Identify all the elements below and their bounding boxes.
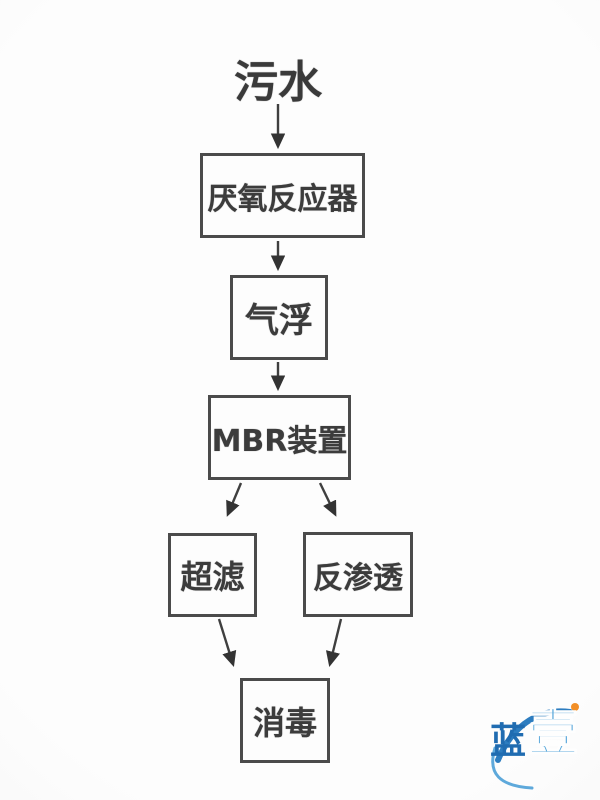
edge-mbr-to-reverse-osmosis xyxy=(318,482,337,517)
node-reverse-osmosis: 反渗透 xyxy=(303,532,413,617)
node-air-flotation: 气浮 xyxy=(230,275,328,360)
node-mbr-unit: MBR装置 xyxy=(208,395,351,480)
logo-char-lan: 蓝 xyxy=(490,721,527,762)
logo-accent-dot xyxy=(571,703,579,711)
lanyi-watermark-logo: 蓝 壹 xyxy=(486,696,590,790)
node-disinfection: 消毒 xyxy=(240,678,330,763)
node-ultrafiltration: 超滤 xyxy=(168,533,257,617)
node-anaerobic-reactor: 厌氧反应器 xyxy=(200,153,365,238)
edge-reverse-osmosis-to-disinfection xyxy=(325,618,343,668)
edge-ultrafiltration-to-disinfection xyxy=(217,618,237,667)
edge-mbr-to-ultrafiltration xyxy=(226,482,243,517)
logo-char-yi: 壹 xyxy=(528,704,579,762)
node-source-wastewater: 污水 xyxy=(234,57,322,108)
logo-swoosh-icon xyxy=(491,703,579,790)
